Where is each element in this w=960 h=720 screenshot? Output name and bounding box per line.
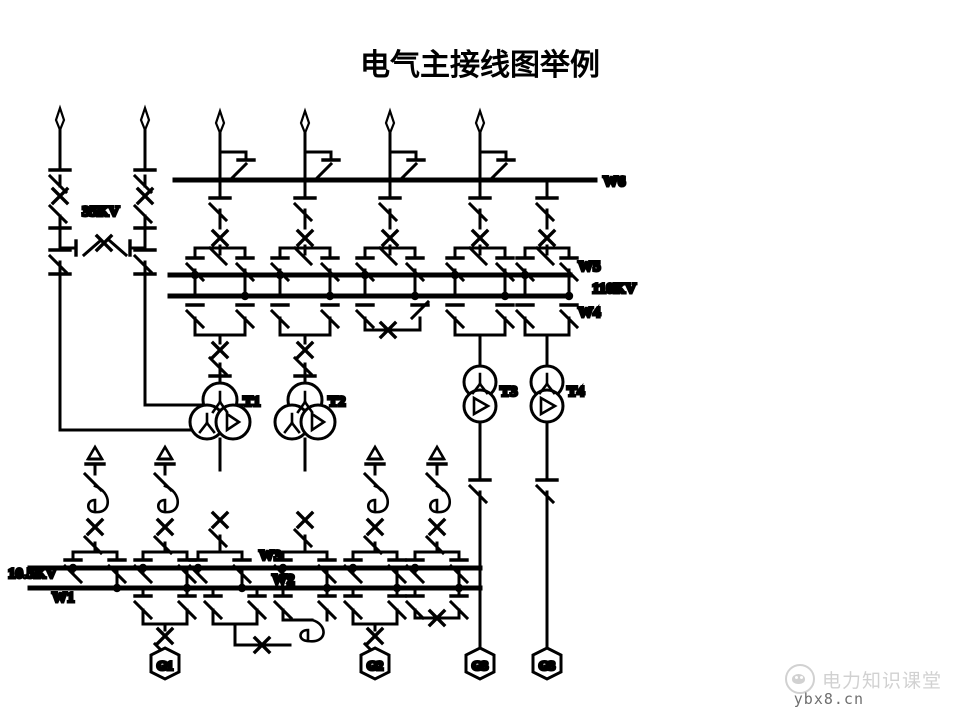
bay-110kv-5: [514, 178, 580, 370]
generator-label-g2: G2: [367, 658, 384, 673]
generator-g3a: [464, 646, 496, 681]
transformer-t2: [273, 381, 337, 472]
feeder-t3-to-g3a: [467, 478, 492, 652]
transformer-t1: [188, 381, 252, 472]
bay-w6-4: [474, 109, 516, 183]
feeder-35kv-a: [47, 106, 227, 432]
bus-label-w6: W6: [603, 174, 626, 190]
generator-g2: [359, 646, 391, 681]
voltage-label-110kv: 110KV: [592, 281, 636, 297]
feeder-10kv-arrester-1: [62, 444, 128, 590]
transformer-t4: [529, 364, 565, 482]
below-bus-bay-tie-right: [272, 586, 338, 643]
voltage-label-35kv: 35KV: [82, 204, 120, 220]
feeder-10kv-arrester-4: [404, 444, 470, 590]
transformer-label-t2: T2: [328, 394, 346, 410]
generator-label-g3a: G3: [472, 658, 489, 673]
transformer-label-t3: T3: [500, 384, 518, 400]
bus-label-w4: W4: [578, 305, 601, 321]
bay-w6-3: [384, 109, 426, 183]
watermark-logo-icon: [784, 664, 815, 694]
voltage-label-10-5kv: 10.5KV: [8, 566, 57, 582]
bus-label-w1: W1: [52, 590, 75, 606]
watermark-url: ybx8.cn: [793, 690, 864, 708]
feeder-10kv-arrester-2: [132, 444, 198, 590]
bus-junction-dots: [68, 270, 574, 593]
page-title: 电气主接线图举例: [360, 48, 600, 82]
watermark: 电力知识课堂: [784, 664, 942, 694]
watermark-brand: 电力知识课堂: [821, 669, 942, 692]
below-bus-bay-tie-left: [202, 586, 292, 654]
bay-110kv-4: [444, 178, 516, 370]
generator-label-g1: G1: [157, 658, 174, 673]
bay-110kv-1: [184, 178, 256, 387]
generator-label-g3b: G3: [539, 658, 556, 673]
transformer-t3: [462, 364, 498, 482]
feeder-t4-to-g3b: [534, 478, 559, 652]
transformer-label-t4: T4: [567, 384, 585, 400]
t2-lv-connection: [272, 511, 338, 590]
bus-label-w5: W5: [578, 259, 601, 275]
bay-110kv-3-coupler: [354, 178, 431, 339]
generator-g1: [149, 646, 181, 681]
bay-w6-2: [299, 109, 341, 183]
bus-tie-35kv: [58, 234, 147, 258]
below-bus-bay-right-end: [404, 586, 470, 627]
feeder-10kv-arrester-3: [342, 444, 408, 590]
generator-g3b: [531, 646, 563, 681]
bay-110kv-2: [269, 178, 341, 387]
t1-lv-connection: [187, 511, 253, 590]
transformer-label-t1: T1: [243, 394, 261, 410]
bus-label-w2: W2: [272, 572, 295, 588]
bay-w6-1: [214, 109, 256, 183]
